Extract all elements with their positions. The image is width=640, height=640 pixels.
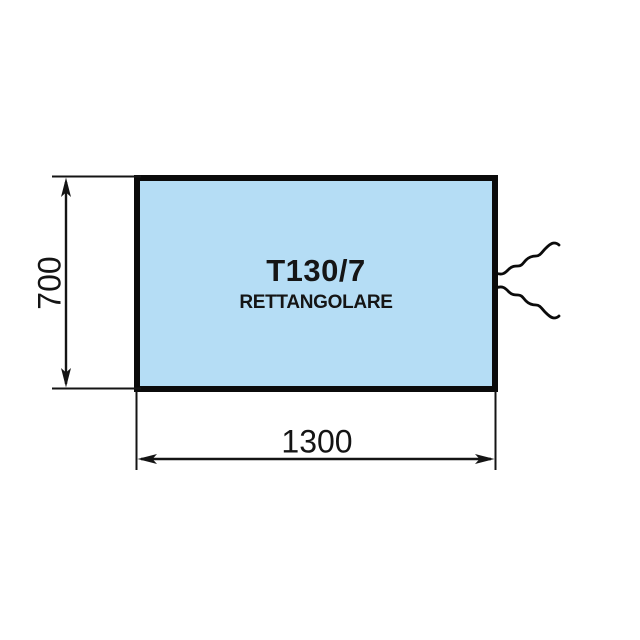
- height-dimension-label: 700: [31, 256, 68, 310]
- width-dimension-label: 1300: [281, 423, 353, 460]
- panel-shape-label: RETTANGOLARE: [239, 291, 393, 313]
- panel-rectangle: T130/7 RETTANGOLARE: [134, 175, 498, 392]
- panel-model-label: T130/7: [266, 252, 366, 288]
- wavy-wire-top-icon: [494, 241, 561, 276]
- wires: [494, 241, 561, 320]
- wavy-wire-bottom-icon: [494, 285, 561, 320]
- arrow-left-icon: [137, 454, 157, 464]
- arrow-right-icon: [475, 454, 495, 464]
- arrow-down-icon: [61, 368, 71, 388]
- arrow-up-icon: [61, 177, 71, 197]
